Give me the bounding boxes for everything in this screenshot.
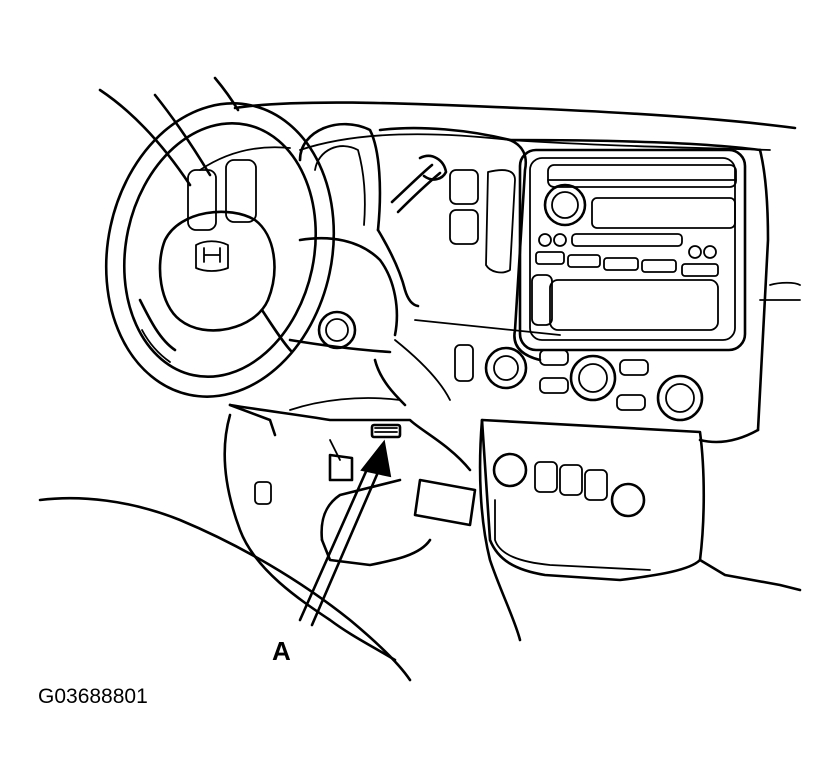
wiper-stalk xyxy=(390,163,434,204)
center-left-vents xyxy=(449,169,516,274)
radio-display xyxy=(547,164,737,188)
airbag-hub xyxy=(158,210,276,332)
accelerator-pedal xyxy=(413,478,477,527)
side-vent xyxy=(254,481,272,505)
cd-slot xyxy=(591,197,736,229)
storage-tray xyxy=(549,279,719,331)
instrument-cluster xyxy=(187,122,382,232)
data-link-connector xyxy=(370,423,402,439)
right-dashboard xyxy=(698,281,801,444)
ignition-switch xyxy=(317,310,357,350)
mode-knob-icon xyxy=(656,374,704,422)
center-console xyxy=(378,126,770,432)
figure-code: G03688801 xyxy=(38,685,148,708)
door-seat-outline xyxy=(38,413,412,682)
steering-column xyxy=(288,154,448,354)
volume-knob-icon xyxy=(543,183,587,227)
fan-knob-icon xyxy=(484,346,528,390)
brake-pedal xyxy=(328,453,354,482)
under-dash xyxy=(228,358,477,567)
brand-logo-icon xyxy=(195,240,229,272)
callout-arrow xyxy=(298,439,392,627)
callout-label: A xyxy=(272,636,291,666)
lower-console xyxy=(478,418,802,642)
radio-unit xyxy=(518,148,747,352)
steering-wheel xyxy=(104,102,336,398)
temperature-knob-icon xyxy=(569,354,617,402)
windshield-pillar xyxy=(98,76,240,187)
climate-controls xyxy=(454,344,704,422)
